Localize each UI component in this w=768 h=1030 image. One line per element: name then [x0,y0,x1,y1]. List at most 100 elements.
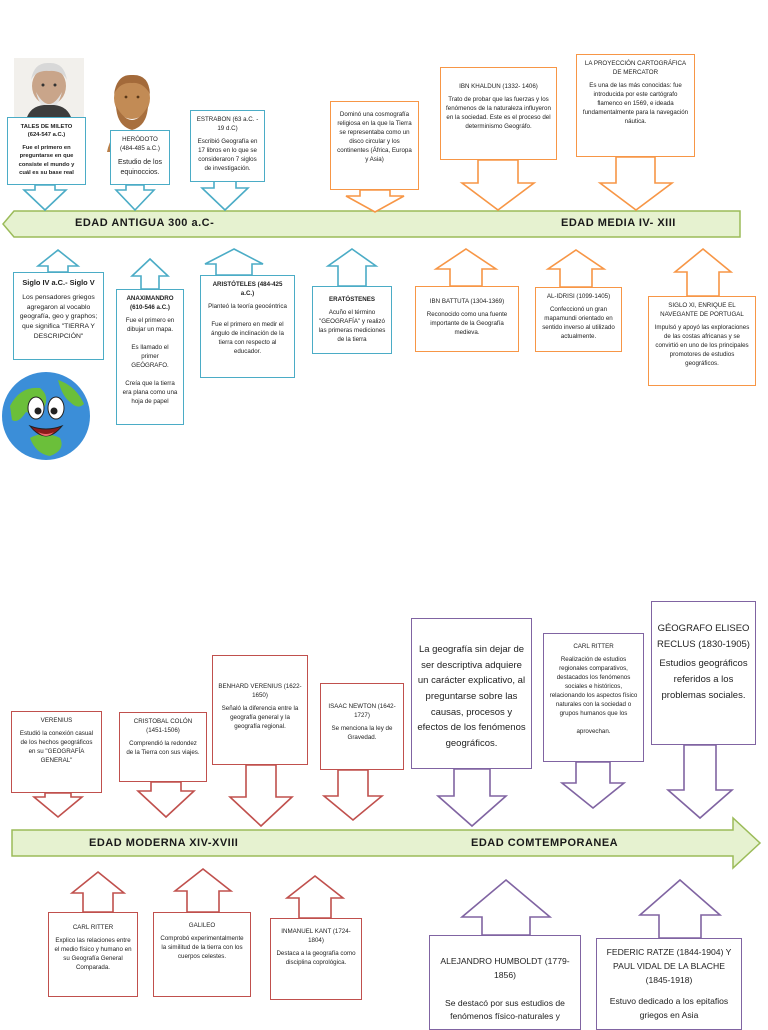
event-box-newton: ISAAC NEWTON (1642-1727) Se menciona la … [320,683,404,770]
band-label-antigua: EDAD ANTIGUA 300 a.C- [75,217,215,229]
tales-portrait-image [14,58,84,120]
event-box-carl-ritter-moderna: CARL RITTER Explico las relaciones entre… [48,912,138,997]
arrow-down-mercator [597,156,675,211]
event-desc: Estuvo dedicado a los epitafios griegos … [609,996,729,1020]
event-desc: Trato de probar que las fuerzas y los fe… [446,95,551,130]
event-box-siglo-iv: Siglo IV a.C.- Siglo V Los pensadores gr… [13,272,104,360]
arrow-down-geografia-explicativa [435,768,509,828]
event-title: ERATÓSTENES [329,296,375,303]
event-title: SIGLO XI, ENRIQUE EL NAVEGANTE DE PORTUG… [660,302,744,318]
band-label-moderna: EDAD MODERNA XIV-XVIII [89,837,239,849]
event-title: ALEJANDRO HUMBOLDT (1779-1856) [440,956,570,980]
event-title: ESTRABON (63 a.C. - 19 d.C) [196,116,259,132]
arrow-up-siglo-iv [35,248,81,273]
arrow-down-herodoto [114,184,156,212]
event-box-galileo: GALILEO Comprobó experimentalmente la si… [153,912,251,997]
event-desc: Fue el primero en dibujar un mapa. Es ll… [122,316,178,405]
cartoon-earth-image [0,366,95,464]
event-box-carl-ritter-contemporanea: CARL RITTER Realización de estudios regi… [543,633,644,762]
event-title: CARL RITTER [72,924,114,931]
arrow-up-kant [284,874,346,919]
event-desc: Estudios geográficos referidos a los pro… [659,658,748,701]
event-desc: La geografía sin dejar de ser descriptiv… [417,644,526,750]
event-title: GALILEO [188,922,216,929]
event-desc: Los pensadores griegos agregaron al voca… [19,293,98,341]
event-box-benhard: BENHARD VERENIUS (1622-1650) Señaló la d… [212,655,308,765]
event-box-mercator: LA PROYECCIÓN CARTOGRÁFICA DE MERCATOR E… [576,54,695,157]
event-title: TALES DE MILETO (624-547 a.C.) [20,124,73,139]
event-box-geografia-explicativa: La geografía sin dejar de ser descriptiv… [411,618,532,769]
arrow-down-benhard [227,764,295,828]
arrow-up-humboldt [459,878,553,936]
event-title: IBN KHALDUN (1332- 1406) [459,83,538,90]
timeline-band-antigua-media [2,210,741,238]
arrow-up-aristoteles [204,248,264,276]
event-box-ibn-battuta: IBN BATTUTA (1304-1369) Reconocido como … [415,286,519,352]
event-desc: Fue el primero en preguntarse en que con… [18,144,75,176]
event-box-aristoteles: ARISTÓTELES (484-425 a.C.) Planteó la te… [200,275,295,378]
event-title: AL-IDRISI (1099-1405) [546,293,611,300]
event-box-ratze-blache: FEDERIC RATZE (1844-1904) Y PAUL VIDAL D… [596,938,742,1030]
event-desc: Estudio de los equinoccios. [118,158,162,177]
event-title: ISAAC NEWTON (1642-1727) [328,703,396,719]
arrow-up-eratostenes [325,248,379,287]
event-title: BENHARD VERENIUS (1622-1650) [218,683,302,699]
arrow-up-al-idrisi [545,249,607,288]
event-box-estrabon: ESTRABON (63 a.C. - 19 d.C) Escribió Geo… [190,110,265,182]
event-desc: Señaló la diferencia entre la geografía … [221,704,299,730]
event-desc: Es una de las más conocidas: fue introdu… [582,81,689,125]
arrow-down-cosmografia [345,189,405,213]
event-box-colon: CRISTOBAL COLÓN (1451-1506) Comprendió l… [119,712,207,782]
event-title: HERÓDOTO (484-485 a.C.) [120,136,160,152]
arrow-down-ibn-khaldun [459,159,537,211]
arrow-up-enrique [672,247,734,297]
arrow-up-galileo [172,867,234,913]
event-desc: Se menciona la ley de Gravedad. [331,724,393,741]
event-box-ibn-khaldun: IBN KHALDUN (1332- 1406) Trato de probar… [440,67,557,160]
event-desc: Dominó una cosmografía religiosa en la q… [337,111,412,163]
event-box-kant: INMANUEL KANT (1724-1804) Destaca a la g… [270,918,362,1000]
event-desc: Reconocido como una fuente importante de… [426,310,508,336]
arrow-down-verenius [31,792,85,819]
event-box-reclus: GÉOGRAFO ELISEO RECLUS (1830-1905) Estud… [651,601,756,745]
event-box-herodoto: HERÓDOTO (484-485 a.C.) Estudio de los e… [110,130,170,185]
event-title: CARL RITTER [573,643,614,650]
event-desc: Confeccionó un gran mapamundi orientado … [542,305,615,340]
band-label-contemporanea: EDAD COMTEMPORANEA [471,837,619,849]
arrow-up-carl-ritter-bottom [69,870,127,913]
event-desc: Se destacó por sus estudios de fenómenos… [445,997,565,1022]
event-desc: Comprendió la redondez de la Tierra con … [126,739,200,756]
event-desc: Comprobó experimentalmente la similitud … [160,934,244,960]
event-desc: Impulsó y apoyó las exploraciones de las… [654,323,750,367]
event-box-tales: TALES DE MILETO (624-547 a.C.) Fue el pr… [7,117,86,185]
event-title: INMANUEL KANT (1724-1804) [281,928,351,944]
event-title: CRISTOBAL COLÓN (1451-1506) [133,718,193,734]
event-title: VERENIUS [40,717,73,724]
timeline-band-moderna-contemporanea [11,816,762,870]
event-desc: Estudió la conexión casual de los hechos… [19,729,94,764]
arrow-down-estrabon [200,180,250,212]
event-desc: Realización de estudios regionales compa… [549,655,638,735]
arrow-down-newton [321,769,385,822]
event-box-verenius: VERENIUS Estudió la conexión casual de l… [11,711,102,793]
event-box-cosmografia: Dominó una cosmografía religiosa en la q… [330,101,419,190]
arrow-down-reclus [665,744,735,820]
arrow-up-anaximandro [129,257,171,290]
event-box-humboldt: ALEJANDRO HUMBOLDT (1779-1856) Se destac… [429,935,581,1030]
arrow-down-colon [135,781,197,819]
event-title: GÉOGRAFO ELISEO RECLUS (1830-1905) [657,623,750,650]
event-desc: Escribió Geografía en 17 libros en lo qu… [197,137,258,172]
event-desc: Destaca a la geografía como disciplina c… [276,949,356,966]
event-box-al-idrisi: AL-IDRISI (1099-1405) Confeccionó un gra… [535,287,622,352]
event-title: LA PROYECCIÓN CARTOGRÁFICA DE MERCATOR [584,60,687,76]
arrow-up-ratze [637,878,723,939]
arrow-down-carl-ritter-top [559,761,627,810]
event-title: Siglo IV a.C.- Siglo V [22,278,95,287]
event-desc: Planteó la teoría geocéntrica Fue el pri… [208,302,287,355]
arrow-up-ibn-battuta [433,248,499,287]
arrow-down-tales [22,184,68,212]
event-box-enrique: SIGLO XI, ENRIQUE EL NAVEGANTE DE PORTUG… [648,296,756,386]
event-box-anaximandro: ANAXIMANDRO (610-546 a.C.) Fue el primer… [116,289,184,425]
event-desc: Acuño el término "GEOGRAFÍA" y realizó l… [318,308,386,343]
event-box-eratostenes: ERATÓSTENES Acuño el término "GEOGRAFÍA"… [312,286,392,354]
